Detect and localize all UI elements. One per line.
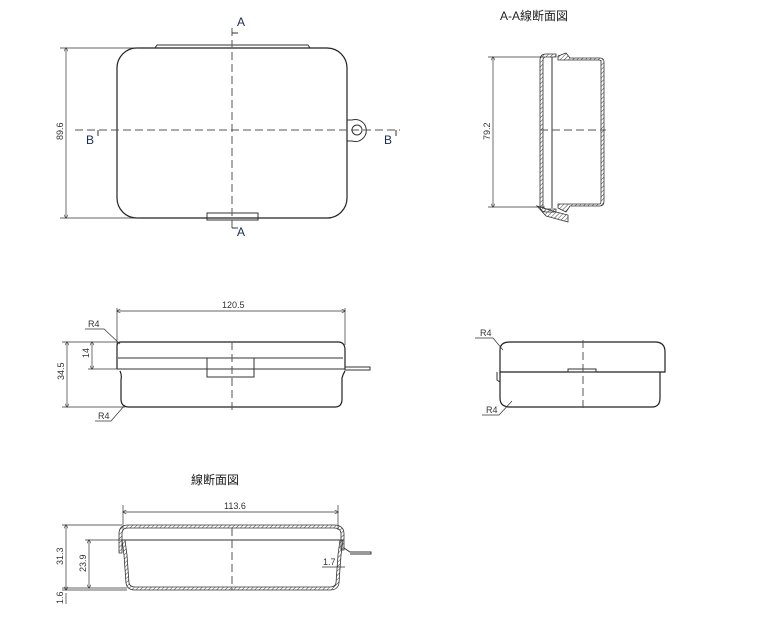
section-label-a-bottom: A [237, 225, 245, 239]
section-label-b-left: B [86, 133, 94, 147]
width-dim-113-6: 113.6 [224, 501, 246, 511]
front-view: 120.5 34.5 14 R4 R4 [56, 300, 371, 422]
side-body-outline [499, 372, 661, 408]
section-label-b-right: B [384, 133, 392, 147]
height-dim-31-3: 31.3 [55, 547, 65, 565]
latch-section [535, 205, 569, 223]
wall-dim-1-7: 1.7 [323, 557, 336, 567]
cross-section-title: 線断面図 [191, 472, 239, 487]
radius-label-top: R4 [88, 319, 100, 329]
lid-outline [116, 341, 346, 369]
lid-wall-section [539, 53, 557, 213]
section-label-a-top: A [237, 15, 245, 29]
side-lid-outline [499, 341, 666, 373]
side-view: R4 R4 [475, 328, 666, 416]
side-radius-label-bottom: R4 [486, 405, 498, 415]
section-aa-title: A-A線断面図 [500, 8, 568, 23]
height-dim-34-5: 34.5 [56, 362, 66, 380]
body-outline [119, 370, 346, 408]
height-dim-89-6: 89.6 [55, 122, 65, 140]
width-dim-120-5: 120.5 [222, 300, 245, 310]
hinge-lever [344, 366, 371, 371]
side-radius-label-top: R4 [480, 328, 492, 338]
top-outline [116, 47, 348, 219]
base-dim-1-6: 1.6 [55, 591, 65, 604]
height-dim-14: 14 [81, 348, 91, 358]
front-latch [206, 357, 255, 378]
height-dim-23-9: 23.9 [78, 554, 88, 572]
section-aa-view: A-A線断面図 79.2 [482, 8, 606, 223]
radius-label-bottom: R4 [98, 411, 110, 421]
top-view: A A B B 89.6 [55, 15, 400, 239]
height-dim-79-2: 79.2 [482, 122, 492, 140]
body-wall-section [557, 52, 605, 213]
cross-section-view: 線断面図 113.6 31.3 23.9 1.6 1.7 [55, 472, 372, 604]
